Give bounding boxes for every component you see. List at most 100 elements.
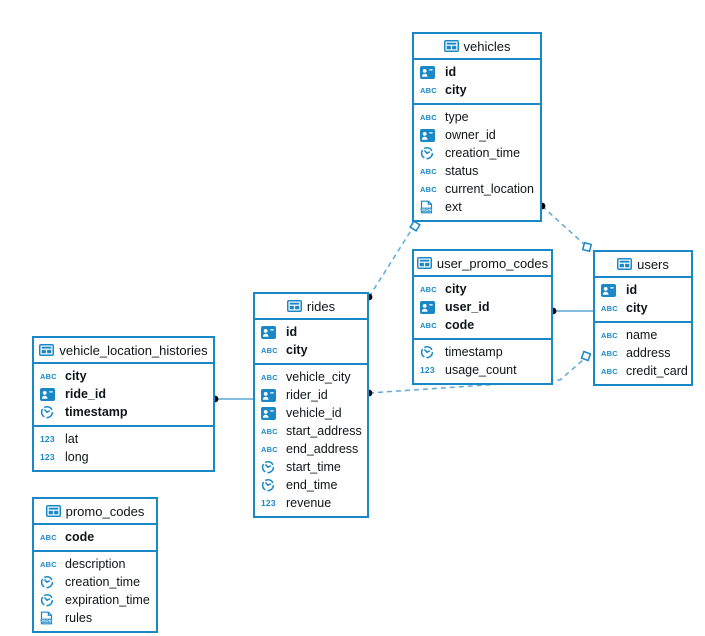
relationship-line-fk-rides-users[interactable]	[368, 359, 584, 394]
text-type-icon: ABC	[261, 426, 278, 436]
column-name: user_id	[445, 300, 490, 314]
column-row-start_time: start_time	[255, 458, 367, 476]
uuid-type-icon	[420, 128, 440, 142]
svg-text:JSON: JSON	[421, 207, 432, 212]
timestamp-type-icon	[40, 405, 60, 419]
column-name: usage_count	[445, 363, 517, 377]
table-icon	[39, 344, 55, 356]
column-name: description	[65, 557, 126, 571]
svg-text:JSON: JSON	[41, 618, 52, 623]
column-name: credit_card	[626, 364, 688, 378]
uuid-type-icon	[261, 388, 281, 402]
table-header[interactable]: vehicles	[414, 34, 540, 60]
table-header[interactable]: users	[595, 252, 691, 278]
relationship-line-fk-rides-vehicles[interactable]	[368, 228, 413, 298]
text-type-icon: ABC	[420, 85, 437, 95]
column-name: city	[445, 282, 467, 296]
column-row-current_location: ABC current_location	[414, 180, 540, 198]
number-type-icon: 123	[261, 498, 276, 508]
uuid-type-icon	[601, 283, 621, 297]
table-header[interactable]: user_promo_codes	[414, 251, 551, 277]
column-name: code	[65, 530, 95, 544]
column-row-timestamp: timestamp	[34, 403, 213, 421]
table-icon	[443, 40, 459, 52]
column-name: owner_id	[445, 128, 496, 142]
column-row-id: id	[595, 281, 691, 299]
column-name: creation_time	[445, 146, 521, 160]
column-row-owner_id: owner_id	[414, 126, 540, 144]
text-type-icon: ABC	[261, 372, 278, 382]
column-name: end_address	[286, 442, 359, 456]
column-name: lat	[65, 432, 79, 446]
column-name: id	[626, 283, 638, 297]
table-title: users	[637, 256, 669, 272]
column-row-vehicle_id: vehicle_id	[255, 404, 367, 422]
relationship-line-fk-vehicles-users[interactable]	[541, 205, 586, 246]
column-name: long	[65, 450, 89, 464]
relationship-square-endpoint	[581, 241, 593, 253]
column-name: city	[445, 83, 467, 97]
column-name: timestamp	[65, 405, 128, 419]
table-header[interactable]: promo_codes	[34, 499, 156, 525]
primary-key-section: ABC code	[34, 525, 156, 552]
table-title: promo_codes	[65, 503, 145, 519]
table-header[interactable]: vehicle_location_histories	[34, 338, 213, 364]
number-type-icon: 123	[420, 365, 435, 375]
table-title: user_promo_codes	[436, 255, 549, 271]
text-type-icon: ABC	[420, 284, 437, 294]
relationship-square-endpoint	[409, 220, 421, 232]
column-row-usage_count: 123 usage_count	[414, 361, 551, 379]
column-name: city	[286, 343, 308, 357]
column-name: creation_time	[65, 575, 141, 589]
column-name: id	[286, 325, 298, 339]
column-row-expiration_time: expiration_time	[34, 591, 156, 609]
column-row-city: ABC city	[255, 341, 367, 359]
column-row-end_time: end_time	[255, 476, 367, 494]
table-header[interactable]: rides	[255, 294, 367, 320]
table-icon	[416, 257, 432, 269]
text-type-icon: ABC	[40, 371, 57, 381]
column-name: id	[445, 65, 457, 79]
column-name: code	[445, 318, 475, 332]
uuid-type-icon	[40, 387, 60, 401]
text-type-icon: ABC	[420, 184, 437, 194]
text-type-icon: ABC	[420, 320, 437, 330]
json-type-icon: JSON	[40, 611, 60, 625]
column-name: city	[626, 301, 648, 315]
table-title: vehicles	[463, 38, 511, 54]
column-row-code: ABC code	[34, 528, 156, 546]
uuid-type-icon	[420, 300, 440, 314]
column-name: name	[626, 328, 658, 342]
column-name: city	[65, 369, 87, 383]
column-name: end_time	[286, 478, 338, 492]
timestamp-type-icon	[40, 575, 60, 589]
column-name: type	[445, 110, 469, 124]
text-type-icon: ABC	[420, 166, 437, 176]
column-name: revenue	[286, 496, 332, 510]
text-type-icon: ABC	[261, 345, 278, 355]
column-name: ext	[445, 200, 462, 214]
uuid-type-icon	[261, 325, 281, 339]
column-name: current_location	[445, 182, 534, 196]
column-row-id: id	[414, 63, 540, 81]
text-type-icon: ABC	[40, 532, 57, 542]
